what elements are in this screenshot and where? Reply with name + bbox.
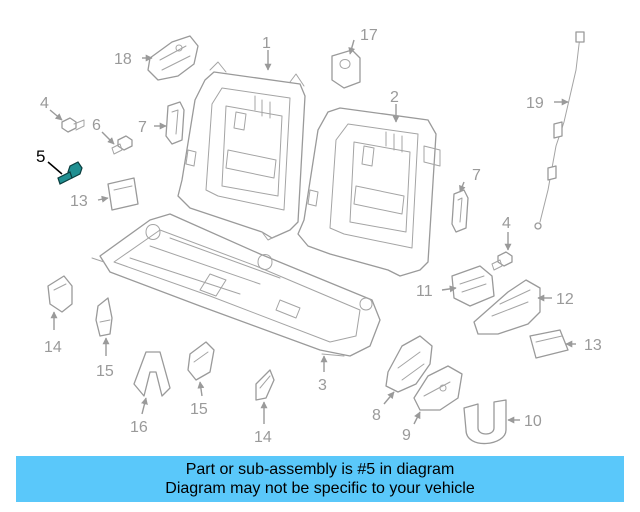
part-16-strap: [133, 351, 171, 397]
callout-13-left: 13: [70, 193, 88, 210]
part-18-hinge: [147, 35, 199, 81]
part-12-cover: [473, 279, 541, 335]
callout-4-left: 4: [40, 95, 49, 112]
callout-1: 1: [262, 35, 271, 52]
callout-15-left: 15: [96, 363, 114, 380]
callout-19: 19: [526, 95, 544, 112]
banner-line-1: Part or sub-assembly is #5 in diagram: [185, 461, 455, 478]
part-19-cable: [534, 31, 585, 230]
callout-15-middle: 15: [190, 401, 208, 418]
banner-line-2: Diagram may not be specific to your vehi…: [165, 480, 475, 497]
part-7-trim-right: [451, 189, 469, 233]
callout-16: 16: [130, 419, 148, 436]
part-1-left-seatback-frame: [177, 61, 306, 241]
callout-7-left: 7: [138, 119, 147, 136]
leader-lines: [47, 39, 576, 425]
callout-10: 10: [524, 413, 542, 430]
info-banner: Part or sub-assembly is #5 in diagram Di…: [16, 456, 624, 502]
part-14-trim-lower: [255, 369, 275, 401]
part-7-trim-left: [165, 101, 185, 145]
part-4-bolt-right: [491, 251, 513, 271]
callout-18: 18: [114, 51, 132, 68]
callout-4-right: 4: [502, 215, 511, 232]
callout-2: 2: [390, 89, 399, 106]
part-10-strap: [463, 399, 507, 445]
part-13-cover-right: [529, 329, 569, 359]
callout-17: 17: [360, 27, 378, 44]
callout-8: 8: [372, 407, 381, 424]
part-9-bracket: [413, 365, 463, 411]
callout-3: 3: [318, 377, 327, 394]
part-5-bolt-highlighted: [57, 161, 83, 185]
part-13-cover-left: [107, 177, 139, 211]
callout-12: 12: [556, 291, 574, 308]
part-2-right-seatback-frame: [297, 107, 441, 277]
part-8-bracket: [385, 335, 433, 393]
callout-14-lower: 14: [254, 429, 272, 446]
callout-11: 11: [416, 283, 433, 300]
callout-labels: 1 2 3 4 5 6 7 7 13 13 17 18 19 4 11 12 1…: [36, 27, 602, 446]
part-17-bracket: [331, 49, 361, 89]
callout-5: 5: [36, 147, 45, 166]
part-4-bolt-left: [61, 117, 85, 133]
callout-7-right: 7: [472, 167, 481, 184]
callout-13-right: 13: [584, 337, 602, 354]
callout-6: 6: [92, 117, 101, 134]
part-6-bolt: [111, 135, 133, 155]
part-15-clip-middle: [187, 341, 215, 381]
part-15-clip-left: [95, 297, 113, 337]
part-11-latch: [451, 265, 495, 307]
part-14-trim-left: [47, 275, 73, 313]
callout-9: 9: [402, 427, 411, 444]
callout-14-left: 14: [44, 339, 62, 356]
part-3-seat-cushion-frame: [91, 213, 381, 357]
